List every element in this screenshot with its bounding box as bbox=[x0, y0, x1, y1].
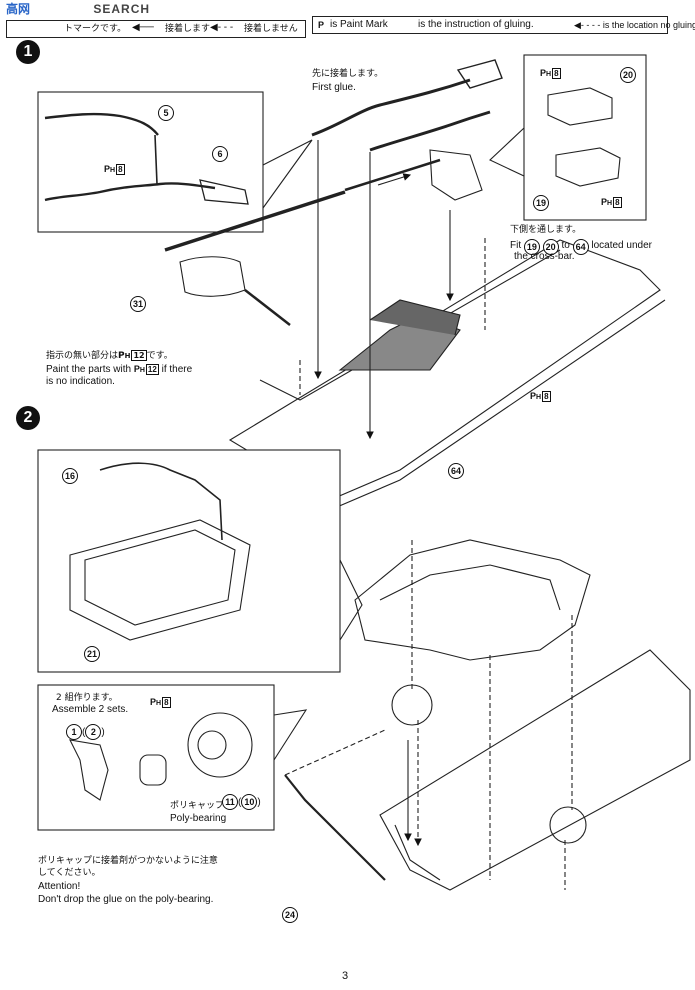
paint-symbol: P bbox=[540, 68, 547, 78]
part-19-label: 19 bbox=[533, 195, 549, 211]
part-6-label: 6 bbox=[212, 146, 228, 162]
paint-symbol: P bbox=[530, 391, 537, 401]
detail-box-exhaust bbox=[37, 91, 264, 233]
part-21-label: 21 bbox=[84, 646, 100, 662]
legend-noglue-jp: 接着しません bbox=[244, 24, 298, 34]
attention-jp-1: ポリキャップに接着剤がつかないように注意 bbox=[38, 856, 218, 866]
attention-en-2: Don't drop the glue on the poly-bearing. bbox=[38, 894, 214, 905]
paint-symbol: P bbox=[104, 164, 111, 174]
part-31-label: 31 bbox=[130, 296, 146, 312]
legend-box-right bbox=[312, 16, 668, 34]
paint-symbol: P bbox=[150, 697, 157, 707]
paint-code: 8 bbox=[162, 697, 171, 708]
paint-code: 8 bbox=[116, 164, 125, 175]
part-11-10-labels: 11(10) bbox=[222, 794, 261, 810]
part-64-label: 64 bbox=[448, 463, 464, 479]
detail-box-bracket bbox=[37, 449, 341, 673]
paint-code: 12 bbox=[131, 350, 147, 361]
paint-code: 8 bbox=[542, 391, 551, 402]
attention-jp-2: してください。 bbox=[38, 868, 101, 878]
watermark-text: SEARCH bbox=[93, 2, 151, 16]
page-number: 3 bbox=[342, 970, 349, 982]
paint-note-en-b: if there bbox=[161, 364, 193, 375]
part-1-label: 1 bbox=[66, 724, 82, 740]
fit-to: to bbox=[561, 240, 570, 251]
first-glue-en: First glue. bbox=[312, 82, 356, 93]
fit-part-19: 19 bbox=[523, 239, 540, 255]
paint-note-en-2: is no indication. bbox=[46, 376, 115, 387]
assemble-en: Assemble 2 sets. bbox=[52, 704, 129, 715]
legend-glue-en: is the instruction of gluing. bbox=[418, 19, 534, 30]
legend-glue-jp: 接着します bbox=[165, 24, 211, 34]
fit-part-20: 20 bbox=[542, 239, 559, 255]
watermark-logo: 高网 SEARCH bbox=[6, 3, 150, 15]
part-2-label: 2 bbox=[85, 724, 102, 740]
under-crossbar-jp: 下側を通します。 bbox=[510, 225, 582, 235]
paint-symbol: P bbox=[133, 364, 140, 374]
paint-symbol: P bbox=[601, 197, 608, 207]
legend-box-left bbox=[6, 20, 306, 38]
poly-bearing-en: Poly-bearing bbox=[170, 813, 227, 824]
paint-code: 8 bbox=[552, 68, 561, 79]
fit-rest: located under bbox=[591, 240, 652, 251]
watermark-char-1: 高 bbox=[6, 2, 19, 16]
legend-noglue-arrow: ◀- - - bbox=[210, 22, 234, 33]
part-1-2-labels: 1(2) bbox=[66, 724, 105, 740]
attention-en-1: Attention! bbox=[38, 881, 81, 892]
part-24-label: 24 bbox=[282, 907, 298, 923]
paint-code: 8 bbox=[613, 197, 622, 208]
legend-paint-symbol: P bbox=[318, 20, 325, 30]
paint-code: 12 bbox=[145, 364, 159, 375]
paint-note-jp-a: 指示の無い部分は bbox=[46, 351, 119, 361]
watermark-char-2: 网 bbox=[18, 2, 31, 16]
part-5-label: 5 bbox=[158, 105, 174, 121]
first-glue-jp: 先に接着します。 bbox=[312, 69, 384, 79]
part-16-label: 16 bbox=[62, 468, 78, 484]
assemble-jp: 2 組作ります。 bbox=[56, 693, 118, 703]
fit-rest-line2: the cross-bar. bbox=[514, 251, 575, 262]
legend-noglue-en: ◀- - - - is the location no gluing. bbox=[574, 20, 695, 30]
part-10-label: 10 bbox=[241, 794, 258, 810]
fit-label: Fit bbox=[510, 240, 522, 251]
legend-paint-mark: is Paint Mark bbox=[330, 19, 388, 30]
paint-symbol: P bbox=[118, 351, 125, 361]
part-11-label: 11 bbox=[222, 794, 238, 810]
paint-note-en-a: Paint the parts with bbox=[46, 364, 132, 375]
part-20-label: 20 bbox=[620, 67, 636, 83]
legend-left-text: トマークです。 bbox=[64, 24, 127, 34]
legend-glue-arrow: ◀── bbox=[132, 22, 154, 33]
poly-bearing-jp: ポリキャップ bbox=[170, 801, 225, 811]
fit-instruction: Fit 19 20 to 64 located under bbox=[510, 237, 652, 255]
step-2-badge: 2 bbox=[16, 406, 40, 430]
fit-part-64: 64 bbox=[572, 239, 589, 255]
step-1-badge: 1 bbox=[16, 40, 40, 64]
paint-note-jp-b: です。 bbox=[146, 351, 173, 361]
